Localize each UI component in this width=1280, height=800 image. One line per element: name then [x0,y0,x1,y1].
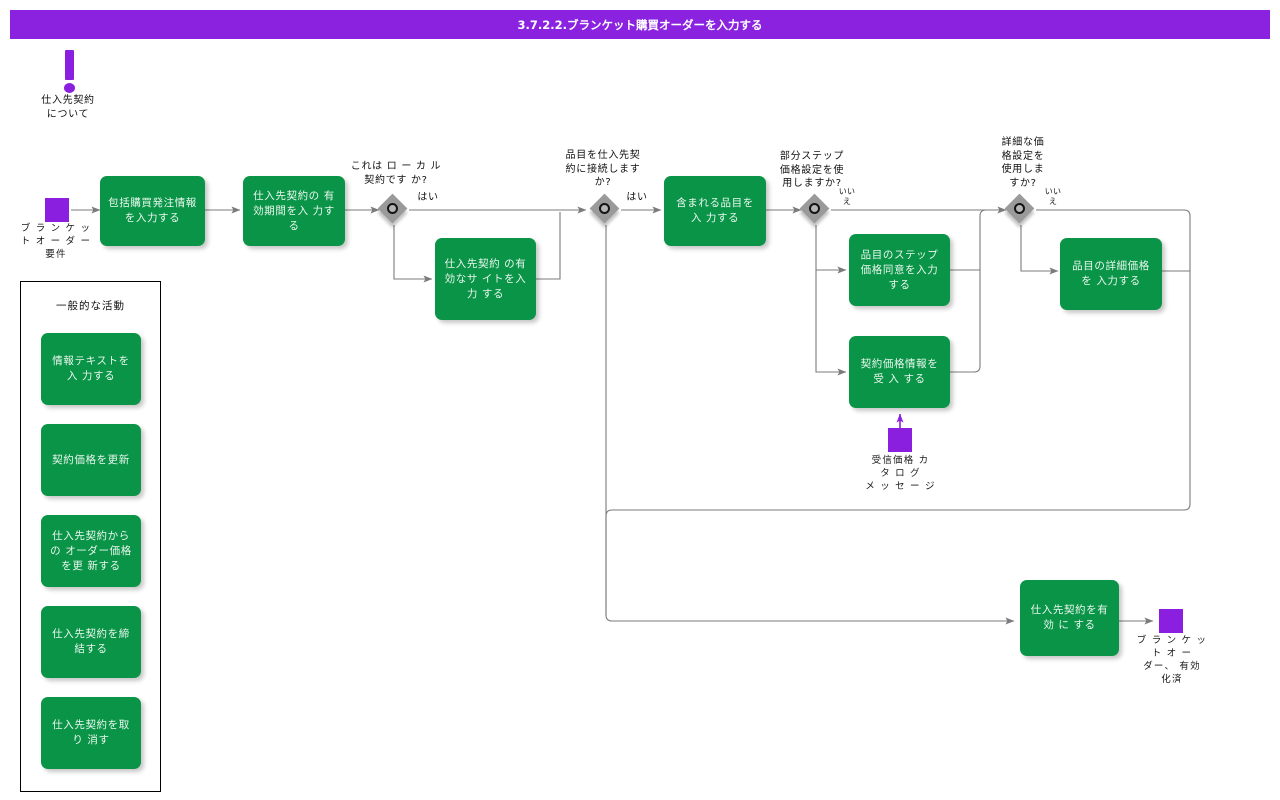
edge-label-d3-no: いい え [838,187,856,206]
message-event-node[interactable] [888,428,912,452]
note-label: 仕入先契約 について [41,95,95,120]
legend-item-conclude-contract[interactable]: 仕入先契約を締 結する [41,606,141,678]
activity-enter-item-detailed-price[interactable]: 品目の詳細価格を 入力する [1060,238,1162,310]
edge-label-d1-yes: はい [417,192,439,203]
decision-ring-icon [1014,203,1025,214]
legend-item-enter-info-text[interactable]: 情報テキストを入 力する [41,333,141,405]
end-event-label: ブ ラ ン ケ ッ ト オ ー ダー、 有効 化済 [1136,635,1208,685]
page-title: 3.7.2.2.ブランケット購買オーダーを入力する [10,10,1270,39]
legend-item-update-order-price[interactable]: 仕入先契約からの オーダー価格を更 新する [41,515,141,587]
decision-label-use-partial-step-pricing: 部分ステップ 価格設定を使 用しますか? [779,151,845,189]
decision-ring-icon [809,203,820,214]
edge-label-d4-no: いい え [1044,187,1062,206]
end-event-node[interactable] [1159,609,1183,633]
decision-label-is-local-contract: これは ロ ー カ ル 契約です か? [350,161,442,186]
activity-enter-contract-validity-period[interactable]: 仕入先契約の 有効期間を入 力する [243,176,345,246]
start-event-label: ブ ラ ン ケ ッ ト オ ー ダ ー 要件 [20,223,92,260]
legend-item-cancel-contract[interactable]: 仕入先契約を取り 消す [41,697,141,769]
decision-connect-item-to-contract[interactable] [589,193,621,225]
decision-ring-icon [599,203,610,214]
decision-label-use-detailed-pricing: 詳細な価 格設定を 使用しま すか? [1001,137,1045,189]
activity-activate-supplier-contract[interactable]: 仕入先契約を有効 に する [1020,580,1119,656]
legend-panel: 一般的な活動 情報テキストを入 力する 契約価格を更新 仕入先契約からの オーダ… [20,281,161,792]
exclamation-bar [65,50,74,80]
decision-is-local-contract[interactable] [377,193,409,225]
activity-enter-valid-site[interactable]: 仕入先契約 の有効なサ イトを入力 する [435,238,536,320]
exclamation-note-icon [62,50,78,94]
exclamation-dot [64,83,75,93]
activity-accept-contract-price-info[interactable]: 契約価格情報を受 入 する [849,336,950,408]
legend-title: 一般的な活動 [56,300,125,312]
activity-enter-blanket-po-info[interactable]: 包括購買発注情報 を入力する [100,176,205,246]
legend-item-update-contract-price[interactable]: 契約価格を更新 [41,424,141,496]
edge-label-d2-yes: はい [626,192,648,203]
start-event-node[interactable] [45,198,69,222]
decision-ring-icon [387,203,398,214]
activity-enter-item-step-price-agreement[interactable]: 品目のステップ 価格同意を入力 する [849,234,950,306]
decision-label-connect-item-to-contract: 品目を仕入先契 約に接続します か? [565,150,641,188]
decision-use-partial-step-pricing[interactable] [799,193,831,225]
message-event-label: 受信価格 カ タ ロ グ メ ッ セ ー ジ [865,455,936,492]
activity-enter-included-items[interactable]: 含まれる品目を入 力する [664,176,766,246]
decision-use-detailed-pricing[interactable] [1004,193,1036,225]
